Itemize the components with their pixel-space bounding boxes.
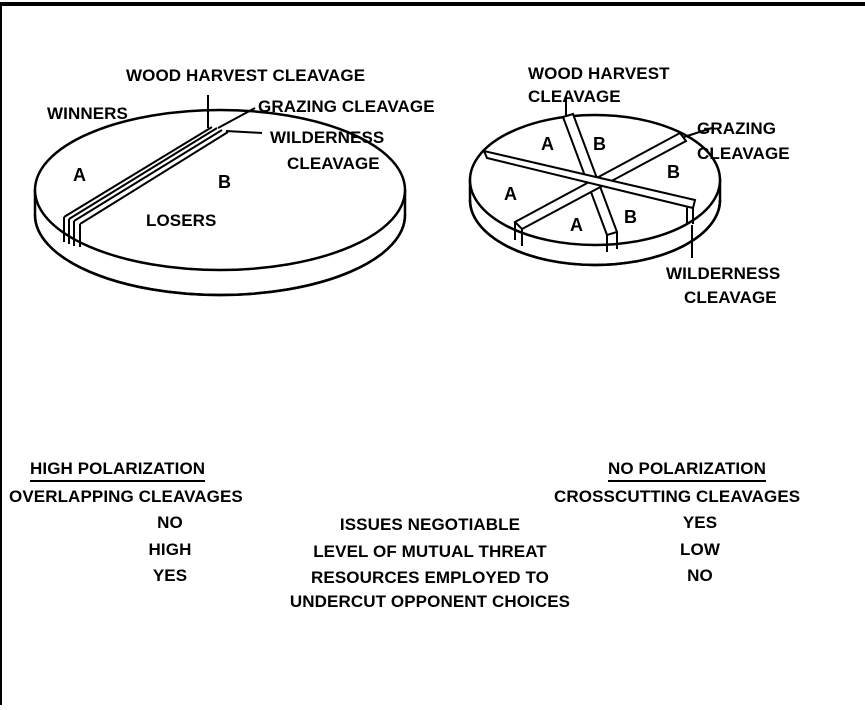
right-sector-a-left: A <box>504 184 518 204</box>
right-wood-harvest-label-line2: CLEAVAGE <box>528 87 621 106</box>
right-sector-b-right: B <box>667 162 681 182</box>
right-wilderness-label-line1: WILDERNESS <box>666 264 781 283</box>
left-sector-a: A <box>73 165 87 185</box>
grazing-cleavage-label: GRAZING CLEAVAGE <box>258 97 435 116</box>
left-disc-cleavage-band <box>63 126 229 247</box>
row-1-left-value: NO <box>157 513 183 532</box>
row-1-right-value: YES <box>682 513 718 532</box>
right-disc-cleavage-bands <box>482 112 697 252</box>
row-2-right-value: LOW <box>680 540 720 559</box>
wilderness-label-line1: WILDERNESS <box>270 128 385 147</box>
wood-harvest-cleavage-label: WOOD HARVEST CLEAVAGE <box>126 66 366 85</box>
wilderness-label-line2: CLEAVAGE <box>287 154 380 173</box>
row-3-left-value: YES <box>152 566 188 585</box>
right-sector-b-top: B <box>593 134 607 154</box>
overlapping-cleavages-subheading: OVERLAPPING CLEAVAGES <box>9 487 243 506</box>
right-sector-a-bottom: A <box>570 215 584 235</box>
row-2-criterion: LEVEL OF MUTUAL THREAT <box>313 542 547 561</box>
row-3-criterion-continuation: UNDERCUT OPPONENT CHOICES <box>289 592 571 611</box>
row-3-right-value: NO <box>687 566 713 585</box>
right-sector-a-top: A <box>541 134 555 154</box>
left-disc-body <box>33 108 407 297</box>
row-2-left-value: HIGH <box>148 540 192 559</box>
losers-label: LOSERS <box>146 211 217 230</box>
right-wilderness-label-line2: CLEAVAGE <box>684 288 777 307</box>
crosscutting-cleavages-subheading: CROSSCUTTING CLEAVAGES <box>554 487 801 506</box>
no-polarization-heading: NO POLARIZATION <box>608 458 766 482</box>
row-1-criterion: ISSUES NEGOTIABLE <box>339 515 521 534</box>
right-sector-b-bottom: B <box>624 207 638 227</box>
left-disc-leader-lines <box>207 95 263 134</box>
right-grazing-label-line1: GRAZING <box>697 119 777 138</box>
high-polarization-heading: HIGH POLARIZATION <box>30 458 206 482</box>
right-wood-harvest-label-line1: WOOD HARVEST <box>528 64 670 83</box>
right-grazing-label-line2: CLEAVAGE <box>697 144 790 163</box>
winners-label: WINNERS <box>47 104 128 123</box>
row-3-criterion: RESOURCES EMPLOYED TO <box>311 568 549 587</box>
right-disc-leader-lines <box>565 96 713 258</box>
left-sector-b: B <box>218 172 232 192</box>
